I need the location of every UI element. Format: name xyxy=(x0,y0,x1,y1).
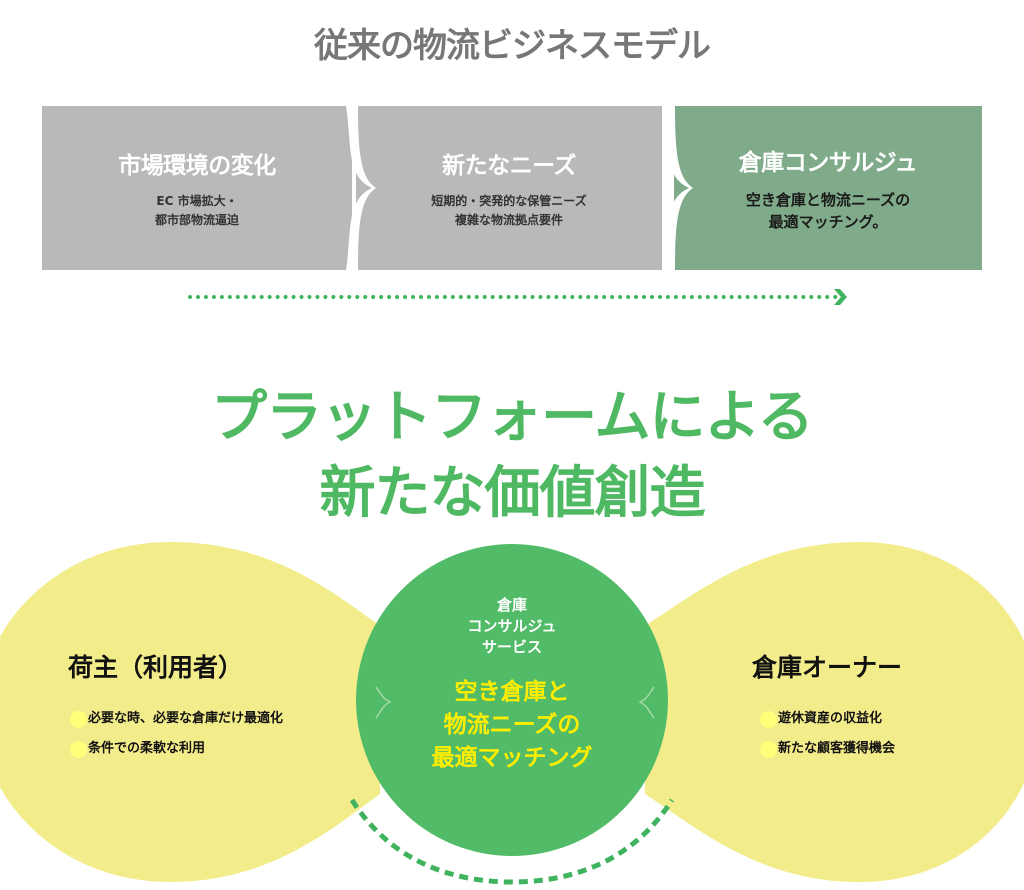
flow-arrow-icon xyxy=(834,289,847,305)
shipper-bubble xyxy=(0,542,380,882)
list-item: 条件での柔軟な利用 xyxy=(68,734,283,764)
step-heading: 市場環境の変化 xyxy=(118,153,276,179)
bullet-dot-icon xyxy=(760,741,777,758)
bullet-dot-icon xyxy=(760,711,777,728)
step-warehouse-concierge: 倉庫コンサルジュ 空き倉庫と物流ニーズの 最適マッチング。 xyxy=(674,106,982,270)
owner-panel: 倉庫オーナー 遊休資産の収益化 新たな顧客獲得機会 xyxy=(752,648,902,764)
service-value: 空き倉庫と 物流ニーズの 最適マッチング xyxy=(431,679,593,771)
shipper-panel: 荷主（利用者） 必要な時、必要な倉庫だけ最適化 条件での柔軟な利用 xyxy=(68,648,283,764)
owner-bubble xyxy=(645,542,1024,882)
dotted-arc-icon xyxy=(349,798,675,885)
connector-icon xyxy=(638,686,655,719)
step-new-needs: 新たなニーズ 短期的・突発的な保管ニーズ 複雑な物流拠点要件 xyxy=(356,106,662,270)
shipper-title: 荷主（利用者） xyxy=(68,653,244,682)
bracket-separator-icon xyxy=(663,106,693,270)
center-circle xyxy=(356,544,668,856)
owner-bullets: 遊休資産の収益化 新たな顧客獲得機会 xyxy=(758,704,902,764)
step-heading: 倉庫コンサルジュ xyxy=(738,150,918,176)
headline-line-2: 新たな価値創造 xyxy=(319,461,706,526)
headline-line-1: プラットフォームによる xyxy=(211,385,814,450)
owner-title: 倉庫オーナー xyxy=(752,653,903,682)
step-market-change: 市場環境の変化 EC 市場拡大・ 都市部物流逼迫 xyxy=(42,106,352,270)
list-item: 新たな顧客獲得機会 xyxy=(758,734,902,764)
step-description: 短期的・突発的な保管ニーズ 複雑な物流拠点要件 xyxy=(431,194,587,227)
flow-dotted-line xyxy=(188,295,838,299)
section-title: 従来の物流ビジネスモデル xyxy=(314,26,711,66)
bullet-dot-icon xyxy=(70,711,87,728)
step-description: 空き倉庫と物流ニーズの 最適マッチング。 xyxy=(745,191,911,231)
list-item: 必要な時、必要な倉庫だけ最適化 xyxy=(68,704,283,734)
bullet-dot-icon xyxy=(70,741,87,758)
center-panel: 倉庫 コンサルジュ サービス 空き倉庫と 物流ニーズの 最適マッチング xyxy=(380,595,644,775)
step-description: EC 市場拡大・ 都市部物流逼迫 xyxy=(154,194,239,227)
step-heading: 新たなニーズ xyxy=(442,153,576,179)
connector-icon xyxy=(375,686,392,719)
value-diagram-shapes xyxy=(0,542,1024,885)
list-item: 遊休資産の収益化 xyxy=(758,704,902,734)
bracket-separator-icon xyxy=(346,106,376,270)
shipper-bullets: 必要な時、必要な倉庫だけ最適化 条件での柔軟な利用 xyxy=(68,704,283,764)
headline: プラットフォームによる 新たな価値創造 xyxy=(0,380,1024,532)
service-label: 倉庫 コンサルジュ サービス xyxy=(467,596,557,656)
